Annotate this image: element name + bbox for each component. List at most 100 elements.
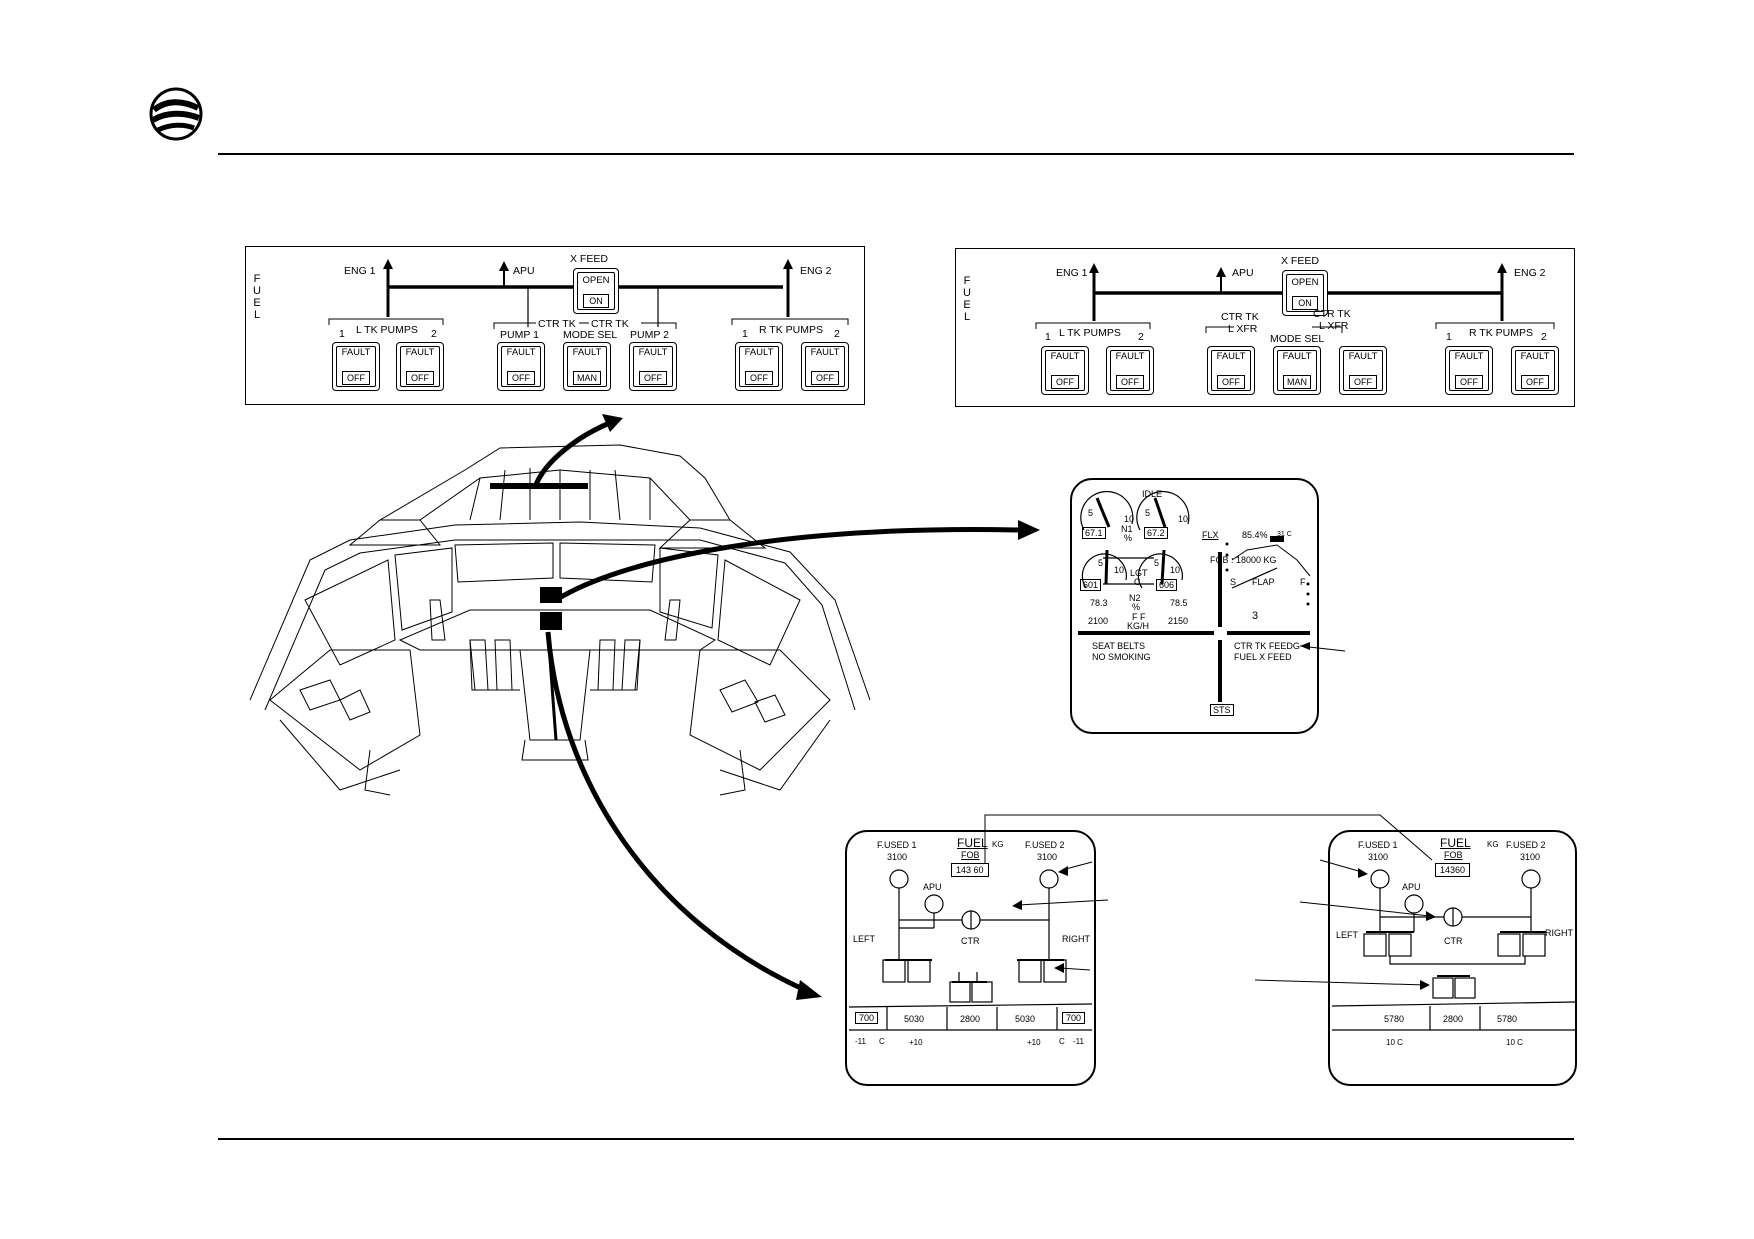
r-pump-2-number: 2 — [834, 328, 840, 340]
temp-left-outer: -11 — [855, 1037, 866, 1046]
n1-scale-5-left: 5 — [1088, 508, 1094, 518]
eng2-label: ENG 2 — [800, 265, 832, 277]
temp-left-inner: +10 — [909, 1038, 923, 1047]
apu-label: APU — [923, 882, 942, 892]
eng1-label: ENG 1 — [1056, 267, 1088, 279]
right-tank-label: RIGHT — [1545, 928, 1573, 938]
lgt-scale-10-right: 10 — [1170, 565, 1181, 575]
memo-seat-belts: SEAT BELTS — [1092, 641, 1146, 651]
r-tk-pumps-label: R TK PUMPS — [759, 324, 823, 336]
xfeed-switch[interactable]: OPEN ON — [573, 268, 619, 314]
fob-label: FOB — [961, 850, 980, 860]
flx-value: 85.4% — [1242, 530, 1268, 540]
lgt-scale-5-right: 5 — [1154, 558, 1160, 568]
memo-fuel-x-feed: FUEL X FEED — [1234, 652, 1292, 662]
ctr-tk-right-label: CTR TK — [1313, 308, 1351, 320]
r-pump-1-number: 1 — [742, 328, 748, 340]
temp-right-outer: -11 — [1073, 1037, 1084, 1046]
eng2-label: ENG 2 — [1514, 267, 1546, 279]
mode-sel-label: MODE SEL — [563, 329, 618, 341]
lgt-unit: C — [1134, 577, 1141, 587]
n1-scale-10-right: 10 — [1178, 514, 1189, 524]
company-logo — [149, 87, 203, 141]
temp-left-unit: C — [879, 1037, 885, 1046]
l-tk-pumps-label: L TK PUMPS — [1059, 327, 1121, 339]
memo-ctr-tk-feedg: CTR TK FEEDG — [1234, 641, 1300, 651]
fob-value: 14360 — [1435, 863, 1471, 877]
apu-label: APU — [513, 265, 535, 277]
right-tank-label: RIGHT — [1062, 934, 1090, 944]
r-tk-pumps-label: R TK PUMPS — [1469, 327, 1533, 339]
qty-left-outer: 700 — [855, 1012, 879, 1024]
qty-left-inner: 5030 — [904, 1014, 925, 1024]
fuel-page-a-graphics — [848, 869, 1093, 1031]
flap-value: 3 — [1252, 610, 1259, 622]
lgt-scale-5-left: 5 — [1098, 558, 1104, 568]
temp-left: 10 C — [1386, 1038, 1403, 1047]
ff-right-value: 2150 — [1168, 616, 1189, 626]
temp-right: 10 C — [1506, 1038, 1523, 1047]
n1-scale-10-left: 10 — [1124, 514, 1135, 524]
kg-unit: KG — [1487, 840, 1499, 849]
n1-left-value: 67.1 — [1082, 527, 1106, 539]
ff-label: F F — [1132, 612, 1146, 622]
fuel-synoptic-page-a: F.USED 1 3100 FUEL KG FOB 143 60 F.USED … — [845, 830, 1096, 1086]
engine-warning-display: IDLE 5 10 5 10 N1 % 67.1 67.2 FLX 85.4% … — [1070, 478, 1319, 734]
xfeed-label: X FEED — [1281, 255, 1319, 267]
n1-percent-label: % — [1124, 533, 1133, 543]
l-pump-1-number: 1 — [339, 328, 345, 340]
idle-label: IDLE — [1142, 489, 1163, 499]
n2-right-value: 78.5 — [1170, 598, 1188, 608]
pump2-label: PUMP 2 — [630, 329, 669, 341]
n1-scale-5-right: 5 — [1145, 508, 1151, 518]
apu-label: APU — [1232, 267, 1254, 279]
lgt-scale-10-left: 10 — [1114, 565, 1125, 575]
flap-label: FLAP — [1252, 577, 1275, 587]
xfeed-label: X FEED — [570, 253, 608, 265]
fuel-page-title: FUEL — [1440, 836, 1471, 850]
engine-display-graphics — [1078, 490, 1311, 702]
fused2-label: F.USED 2 — [1506, 840, 1546, 850]
r-pump-2-number: 2 — [1541, 331, 1547, 343]
fused1-value: 3100 — [887, 852, 908, 862]
ctr-tk-right-label: CTR TK — [591, 318, 629, 330]
qty-left: 5780 — [1384, 1014, 1405, 1024]
temp-right-unit: C — [1059, 1037, 1065, 1046]
eng1-label: ENG 1 — [344, 265, 376, 277]
lgt-right-value: 606 — [1156, 579, 1178, 591]
fused1-label: F.USED 1 — [1358, 840, 1398, 850]
qty-right-inner: 5030 — [1015, 1014, 1036, 1024]
fob-label: FOB — [1444, 850, 1463, 860]
fused1-label: F.USED 1 — [877, 840, 917, 850]
qty-center: 2800 — [1443, 1014, 1464, 1024]
fused2-value: 3100 — [1520, 852, 1541, 862]
temp-right-inner: +10 — [1027, 1038, 1041, 1047]
n2-left-value: 78.3 — [1090, 598, 1108, 608]
flap-f-label: F — [1300, 577, 1306, 587]
sts-label: STS — [1210, 704, 1234, 716]
qty-right-outer: 700 — [1062, 1012, 1086, 1024]
l-pump-1-number: 1 — [1045, 331, 1051, 343]
xfeed-switch[interactable]: OPEN ON — [1282, 270, 1328, 316]
kg-unit: KG — [992, 840, 1004, 849]
fused1-value: 3100 — [1368, 852, 1389, 862]
ctr-tk-left-label: CTR TK — [538, 318, 576, 330]
lgt-left-value: 601 — [1080, 579, 1102, 591]
